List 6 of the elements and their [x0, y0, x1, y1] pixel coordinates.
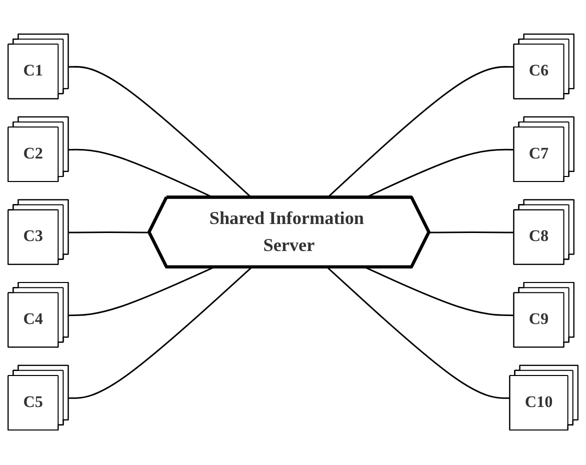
connector — [68, 232, 150, 234]
connector — [326, 267, 510, 400]
connector — [68, 267, 214, 317]
connector — [365, 267, 514, 317]
connector — [429, 232, 514, 234]
connector — [68, 267, 252, 400]
